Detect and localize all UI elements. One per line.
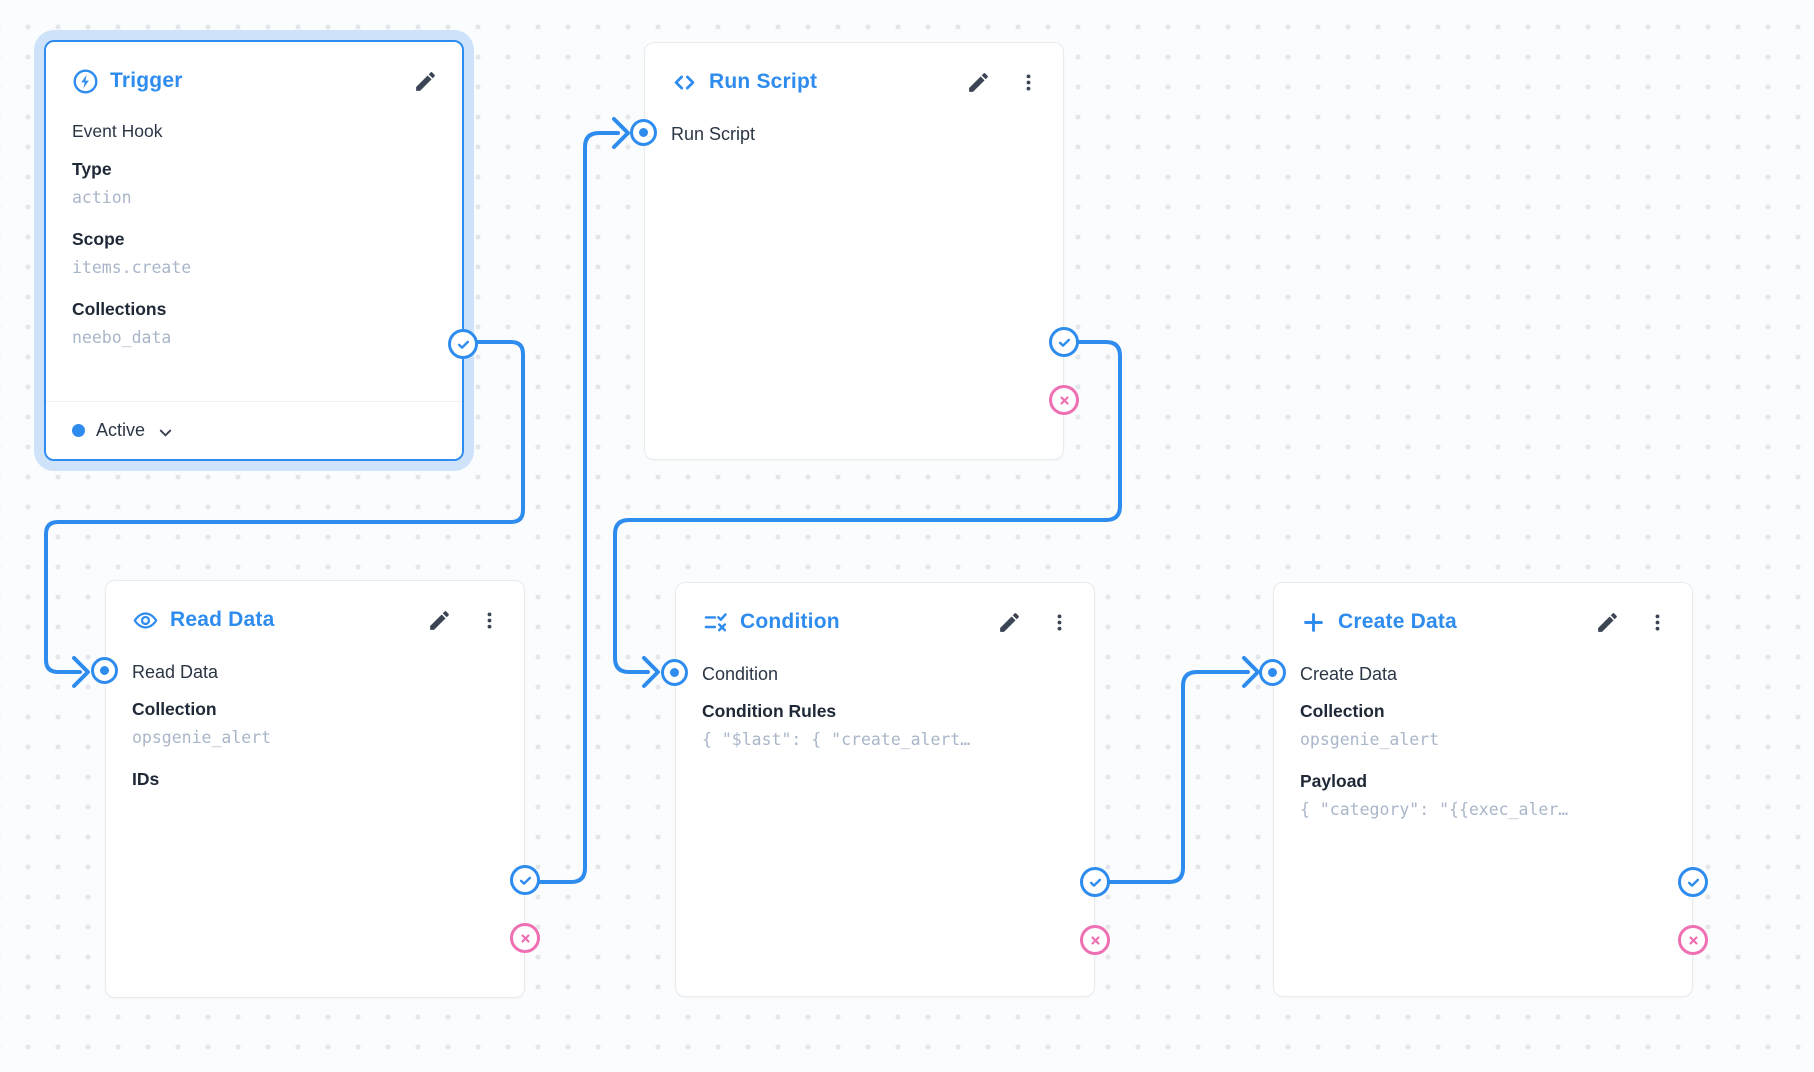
field-value-payload: { "category": "{{exec_aler…	[1300, 800, 1569, 819]
reject-port[interactable]	[1678, 925, 1708, 955]
resolve-port[interactable]	[510, 865, 540, 895]
rule-icon	[702, 609, 729, 636]
plus-icon	[1300, 609, 1327, 636]
field-label-collections: Collections	[72, 299, 167, 319]
field-value-collections: neebo_data	[72, 328, 172, 347]
field-label-collection: Collection	[132, 699, 217, 719]
input-port[interactable]	[630, 119, 657, 146]
arrowhead-icon	[612, 117, 630, 149]
status-dot	[72, 424, 85, 437]
node-title: Create Data	[1338, 610, 1457, 633]
code-icon	[671, 69, 698, 96]
resolve-port[interactable]	[1049, 327, 1079, 357]
connection-condition-to-create-data	[1091, 670, 1250, 884]
trigger-kind-label: Event Hook	[72, 121, 163, 141]
node-run-script[interactable]: Run Script Run Script	[630, 42, 1079, 460]
field-label-scope: Scope	[72, 229, 125, 249]
node-title: Trigger	[110, 69, 183, 92]
reject-port[interactable]	[1080, 925, 1110, 955]
input-port[interactable]	[661, 659, 688, 686]
field-label-ids: IDs	[132, 769, 160, 789]
status-label: Active	[96, 420, 146, 440]
bolt-icon	[72, 68, 99, 95]
field-value-scope: items.create	[72, 258, 192, 277]
field-label-collection: Collection	[1300, 701, 1385, 721]
arrowhead-icon	[642, 656, 660, 688]
eye-icon	[132, 607, 159, 634]
resolve-port[interactable]	[448, 329, 478, 359]
input-port[interactable]	[91, 657, 118, 684]
input-label: Read Data	[132, 661, 219, 682]
input-label: Run Script	[671, 123, 756, 144]
node-title: Read Data	[170, 608, 275, 631]
more-options-kebab-icon[interactable]	[1647, 611, 1668, 634]
resolve-port[interactable]	[1678, 867, 1708, 897]
chevron-down-icon	[156, 423, 175, 442]
status-dropdown[interactable]: Active	[46, 401, 462, 459]
field-label-condition-rules: Condition Rules	[702, 701, 837, 721]
edit-pencil-icon[interactable]	[427, 608, 452, 633]
node-read-data[interactable]: Read Data Read Data Collection opsgenie_…	[91, 580, 540, 998]
reject-port[interactable]	[1049, 385, 1079, 415]
edit-pencil-icon[interactable]	[1595, 610, 1620, 635]
node-create-data[interactable]: Create Data Create Data Collection opsge…	[1259, 582, 1708, 997]
field-value-condition-rules: { "$last": { "create_alert…	[702, 730, 971, 749]
node-trigger[interactable]: Trigger Event Hook Type action Scope ite…	[44, 40, 478, 461]
field-value-collection: opsgenie_alert	[132, 728, 272, 747]
field-label-payload: Payload	[1300, 771, 1368, 791]
edit-pencil-icon[interactable]	[966, 70, 991, 95]
edit-pencil-icon[interactable]	[413, 69, 438, 94]
connection-read-data-to-run-script	[521, 131, 620, 884]
input-port[interactable]	[1259, 659, 1286, 686]
arrowhead-icon	[72, 656, 90, 688]
field-value-type: action	[72, 188, 132, 207]
input-label: Condition	[702, 663, 779, 684]
arrowhead-icon	[1242, 656, 1260, 688]
node-title: Run Script	[709, 70, 818, 93]
resolve-port[interactable]	[1080, 867, 1110, 897]
field-value-collection: opsgenie_alert	[1300, 730, 1440, 749]
more-options-kebab-icon[interactable]	[1049, 611, 1070, 634]
reject-port[interactable]	[510, 923, 540, 953]
node-title: Condition	[740, 610, 840, 633]
field-label-type: Type	[72, 159, 112, 179]
edit-pencil-icon[interactable]	[997, 610, 1022, 635]
input-label: Create Data	[1300, 663, 1398, 684]
node-condition[interactable]: Condition Condition Condition Rules { "$…	[661, 582, 1110, 997]
more-options-kebab-icon[interactable]	[479, 609, 500, 632]
more-options-kebab-icon[interactable]	[1018, 71, 1039, 94]
